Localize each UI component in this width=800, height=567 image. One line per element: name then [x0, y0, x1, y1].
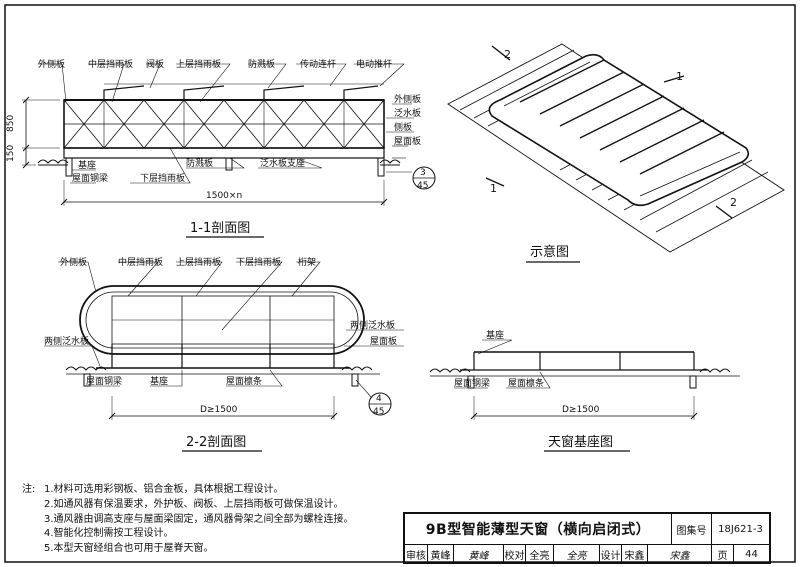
label-2-side-flashing-right: 两侧泛水板 [350, 319, 395, 331]
label-2-middle-louver: 中层挡雨板 [118, 256, 163, 268]
notes: 注: 1.材料可选用彩钢板、铝合金板，具体根据工程设计。 2.如通风器有保温要求，… [22, 483, 354, 557]
checker-signature: 全亮 [553, 545, 599, 564]
label-outer-side-panel-right: 外侧板 [394, 93, 421, 105]
page-label: 页 [711, 545, 733, 564]
section-2-2 [44, 261, 404, 420]
note-4: 4.智能化控制需按工程设计。 [44, 528, 174, 540]
detail-ref-2-45: 45 [373, 407, 384, 417]
label-flashing-plate: 泛水板 [394, 107, 421, 119]
dim-width-1500n: 1500×n [206, 191, 242, 201]
designer-signature: 宋鑫 [647, 545, 711, 564]
reviewer-signature: 黄峰 [453, 545, 503, 564]
note-1: 1.材料可选用彩钢板、铝合金板，具体根据工程设计。 [44, 484, 284, 495]
label-flashing-support: 泛水板支座 [260, 157, 305, 169]
title-section-2-2: 2-2剖面图 [186, 435, 246, 450]
label-transmission-rod: 传动连杆 [300, 58, 336, 70]
drawing-title: 9B型智能薄型天窗（横向启闭式） [425, 522, 651, 538]
note-5: 5.本型天窗经组合也可用于屋脊天窗。 [44, 543, 214, 555]
page-number: 44 [733, 545, 769, 564]
cut-label-1-bottom: 1 [490, 182, 497, 195]
title-section-1-1: 1-1剖面图 [190, 221, 250, 236]
base-plan [429, 339, 740, 420]
dim-850: 850 [6, 115, 16, 132]
label-2-lower-louver: 下层挡雨板 [236, 256, 281, 268]
label-lower-louver: 下层挡雨板 [140, 172, 185, 184]
label-electric-actuator: 电动推杆 [356, 58, 392, 70]
atlas-number: 18J621-3 [711, 514, 769, 544]
title-block-row-2: 审核 黄峰 黄峰 校对 全亮 全亮 设计 宋鑫 宋鑫 页 44 [405, 545, 769, 564]
title-block-row-1: 9B型智能薄型天窗（横向启闭式） 图集号 18J621-3 [405, 514, 769, 545]
label-outer-side-panel: 外侧板 [38, 58, 65, 70]
label-base-plan-roof-steel-beam: 屋面钢梁 [454, 377, 490, 389]
title-schematic: 示意图 [530, 244, 569, 260]
label-windbreak-plate: 防溅板 [248, 58, 275, 70]
cut-label-2-top: 2 [504, 48, 511, 61]
detail-ref-4: 4 [376, 394, 382, 404]
schematic-3d [447, 43, 785, 253]
note-2: 2.如通风器有保温要求，外护板、阀板、上层挡雨板可做保温设计。 [44, 498, 344, 510]
label-base-plan-base: 基座 [486, 329, 504, 341]
notes-label: 注: [22, 484, 36, 495]
design-label: 设计 [599, 545, 621, 564]
label-2-upper-louver: 上层挡雨板 [176, 256, 221, 268]
label-2-side-flashing-left: 两侧泛水板 [44, 335, 89, 347]
section-1-1 [22, 63, 436, 206]
cut-label-2-bottom: 2 [730, 196, 737, 209]
detail-ref-45: 45 [417, 181, 428, 191]
title-base-plan: 天窗基座图 [548, 434, 613, 450]
label-middle-louver: 中层挡雨板 [88, 58, 133, 70]
label-windbreak-plate-bottom: 防溅板 [186, 157, 213, 169]
label-2-roof-purlin: 屋面檩条 [226, 375, 262, 387]
label-2-roof-panel: 屋面板 [370, 335, 397, 347]
label-2-roof-steel-beam: 屋面钢梁 [86, 375, 122, 387]
label-roof-steel-beam: 屋面钢梁 [72, 172, 108, 184]
designer-name: 宋鑫 [621, 545, 647, 564]
dim-150: 150 [6, 145, 16, 162]
dim-2-d1500: D≥1500 [200, 405, 238, 415]
sheet-border [4, 4, 796, 563]
label-base: 基座 [78, 159, 96, 171]
atlas-label: 图集号 [671, 514, 711, 544]
note-3: 3.通风器由调高支座与屋面梁固定，通风器骨架之间全部为螺栓连接。 [44, 513, 354, 525]
label-2-outer-side-panel: 外侧板 [60, 256, 87, 268]
label-valve-plate: 阀板 [146, 58, 164, 70]
dim-base-plan-d1500: D≥1500 [562, 405, 600, 415]
label-side-panel: 侧板 [394, 121, 412, 133]
label-upper-louver: 上层挡雨板 [176, 58, 221, 70]
cut-label-1-top: 1 [676, 70, 683, 83]
check-label: 校对 [503, 545, 525, 564]
checker-name: 全亮 [525, 545, 553, 564]
label-base-plan-roof-purlin: 屋面檩条 [508, 377, 544, 389]
review-label: 审核 [406, 551, 426, 562]
title-block: 9B型智能薄型天窗（横向启闭式） 图集号 18J621-3 审核 黄峰 黄峰 校… [403, 512, 771, 564]
detail-ref-3: 3 [420, 168, 426, 178]
label-2-truss: 桁架 [298, 256, 316, 268]
reviewer-name: 黄峰 [427, 545, 453, 564]
label-roof-panel: 屋面板 [394, 135, 421, 147]
label-2-base: 基座 [150, 375, 168, 387]
